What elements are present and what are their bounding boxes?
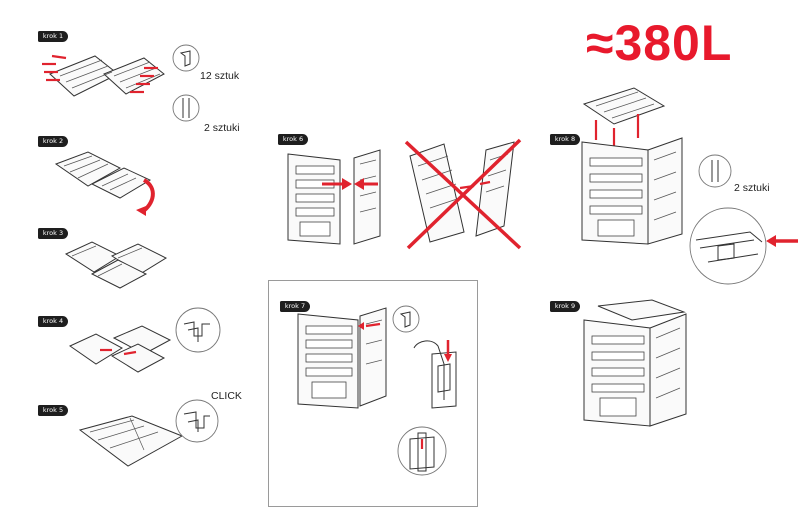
step-7-illustration xyxy=(297,307,387,409)
step-7-hand-detail xyxy=(413,340,457,409)
step-8-lid-detail-circle xyxy=(689,207,767,285)
step-3-illustration xyxy=(64,241,168,289)
click-label: CLICK xyxy=(211,390,242,402)
lid xyxy=(582,87,666,125)
wrong-cross xyxy=(404,138,522,250)
capacity-title: ≈380L xyxy=(586,15,733,71)
step-7-clip-circle xyxy=(392,305,420,333)
step-5-illustration xyxy=(78,415,184,467)
step-9-illustration xyxy=(583,299,687,427)
step-5-detail-circle xyxy=(175,399,219,443)
step-4-badge: krok 4 xyxy=(38,316,68,327)
step-2-illustration xyxy=(54,151,155,216)
step-9-badge: krok 9 xyxy=(550,301,580,312)
step-8-illustration xyxy=(581,87,683,245)
pins-count-label-1: 2 sztuki xyxy=(204,122,240,134)
pins-count-label-2: 2 sztuki xyxy=(734,182,770,194)
step-4-detail-circle xyxy=(175,307,221,353)
step-1-badge: krok 1 xyxy=(38,31,68,42)
step-4-illustration xyxy=(68,325,172,373)
step-7-frame xyxy=(268,280,478,507)
step-7-badge: krok 7 xyxy=(280,301,310,312)
join-arrows xyxy=(322,178,378,190)
clip-detail-circle xyxy=(172,44,200,72)
step-7-pin-detail-circle xyxy=(397,426,447,476)
step-1-illustration xyxy=(42,54,165,97)
clips-count-label: 12 sztuk xyxy=(200,70,240,82)
red-arrows xyxy=(42,54,158,94)
step-6-badge: krok 6 xyxy=(278,134,308,145)
pin-detail-circle xyxy=(172,94,200,122)
step-5-badge: krok 5 xyxy=(38,405,68,416)
step-8-red-arrow xyxy=(766,235,798,247)
step-6-wrong-illustration xyxy=(404,138,522,250)
step-3-badge: krok 3 xyxy=(38,228,68,239)
step-8-badge: krok 8 xyxy=(550,134,580,145)
step-8-pin-circle xyxy=(698,154,732,188)
step-2-badge: krok 2 xyxy=(38,136,68,147)
step-6-correct-illustration xyxy=(287,149,381,245)
